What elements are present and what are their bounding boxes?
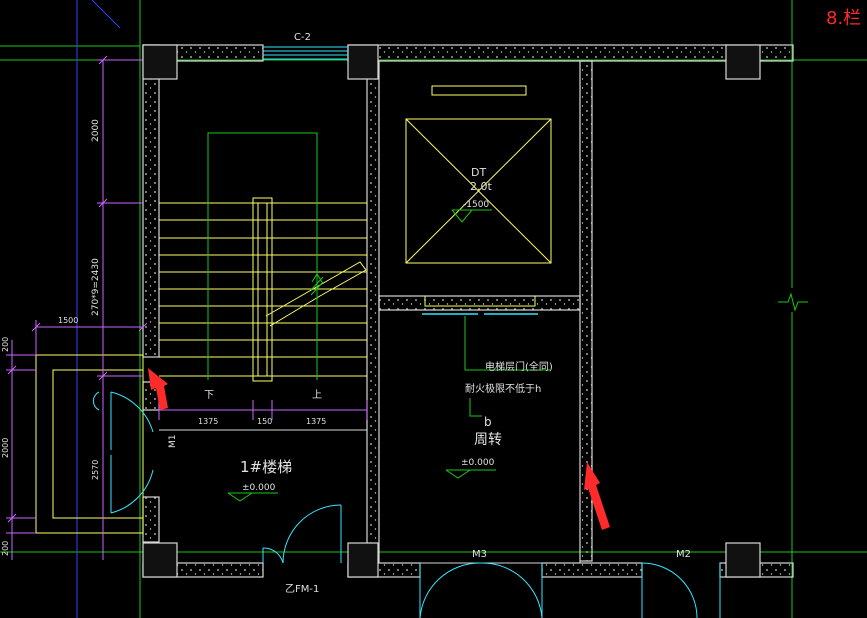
elevator-pit-depth: -1500 bbox=[463, 200, 489, 210]
stair-elevation: ±0.000 bbox=[242, 483, 276, 493]
dimension-lines bbox=[6, 55, 368, 560]
corner-tag: 8.栏 bbox=[826, 8, 861, 29]
dimension-texts: 2000 270*9=2430 1500 200 2000 200 2570 1… bbox=[1, 119, 326, 556]
dim-200-a: 200 bbox=[1, 337, 10, 352]
leaders bbox=[227, 316, 550, 502]
red-arrow-right bbox=[584, 462, 610, 530]
dim-2570: 2570 bbox=[91, 460, 100, 480]
elevator-car bbox=[405, 85, 552, 307]
dim-1375-b: 1375 bbox=[306, 417, 326, 426]
stair-treads bbox=[159, 197, 367, 382]
door-m2-label: M2 bbox=[676, 549, 691, 560]
stair-name: 1#楼梯 bbox=[240, 458, 292, 476]
dim-150: 150 bbox=[257, 417, 272, 426]
elevator-door-note: 电梯层门(全同) bbox=[485, 360, 553, 373]
stair-down-label: 下 bbox=[204, 390, 214, 401]
dim-2000-left: 2000 bbox=[1, 438, 10, 458]
elevator-pit-marker bbox=[451, 209, 492, 223]
dim-200-b: 200 bbox=[1, 541, 10, 556]
door-swings bbox=[92, 391, 721, 618]
inner-lines bbox=[378, 60, 581, 564]
elevator-capacity: 2.0t bbox=[470, 180, 492, 193]
elevator-code: DT bbox=[471, 166, 486, 179]
turnover-room-label: 周转 bbox=[474, 432, 502, 448]
door-m1-label: M1 bbox=[168, 435, 178, 449]
balcony bbox=[35, 354, 144, 534]
dim-2000-top: 2000 bbox=[91, 119, 101, 142]
text-labels: C-2 DT 2.0t -1500 下 上 1#楼梯 ±0.000 M1 乙FM… bbox=[168, 8, 861, 595]
stair-arrows bbox=[207, 132, 324, 380]
room-b-label: b bbox=[484, 415, 492, 429]
door-m3-label: M3 bbox=[472, 549, 487, 560]
dim-1500: 1500 bbox=[58, 316, 78, 325]
blue-axis bbox=[76, 0, 121, 618]
columns bbox=[142, 44, 761, 578]
door-zfm1-label: 乙FM-1 bbox=[285, 583, 319, 595]
red-arrows bbox=[148, 368, 610, 530]
dim-steps: 270*9=2430 bbox=[91, 258, 101, 316]
room-elevation: ±0.000 bbox=[461, 458, 495, 468]
stair-up-label: 上 bbox=[312, 389, 322, 401]
dim-1375-a: 1375 bbox=[198, 417, 218, 426]
red-arrow-left bbox=[148, 368, 168, 410]
window-c2 bbox=[263, 46, 348, 60]
fire-rating-note: 耐火极限不低于h bbox=[465, 382, 541, 395]
window-c2-label: C-2 bbox=[294, 32, 311, 43]
walls bbox=[142, 44, 794, 578]
